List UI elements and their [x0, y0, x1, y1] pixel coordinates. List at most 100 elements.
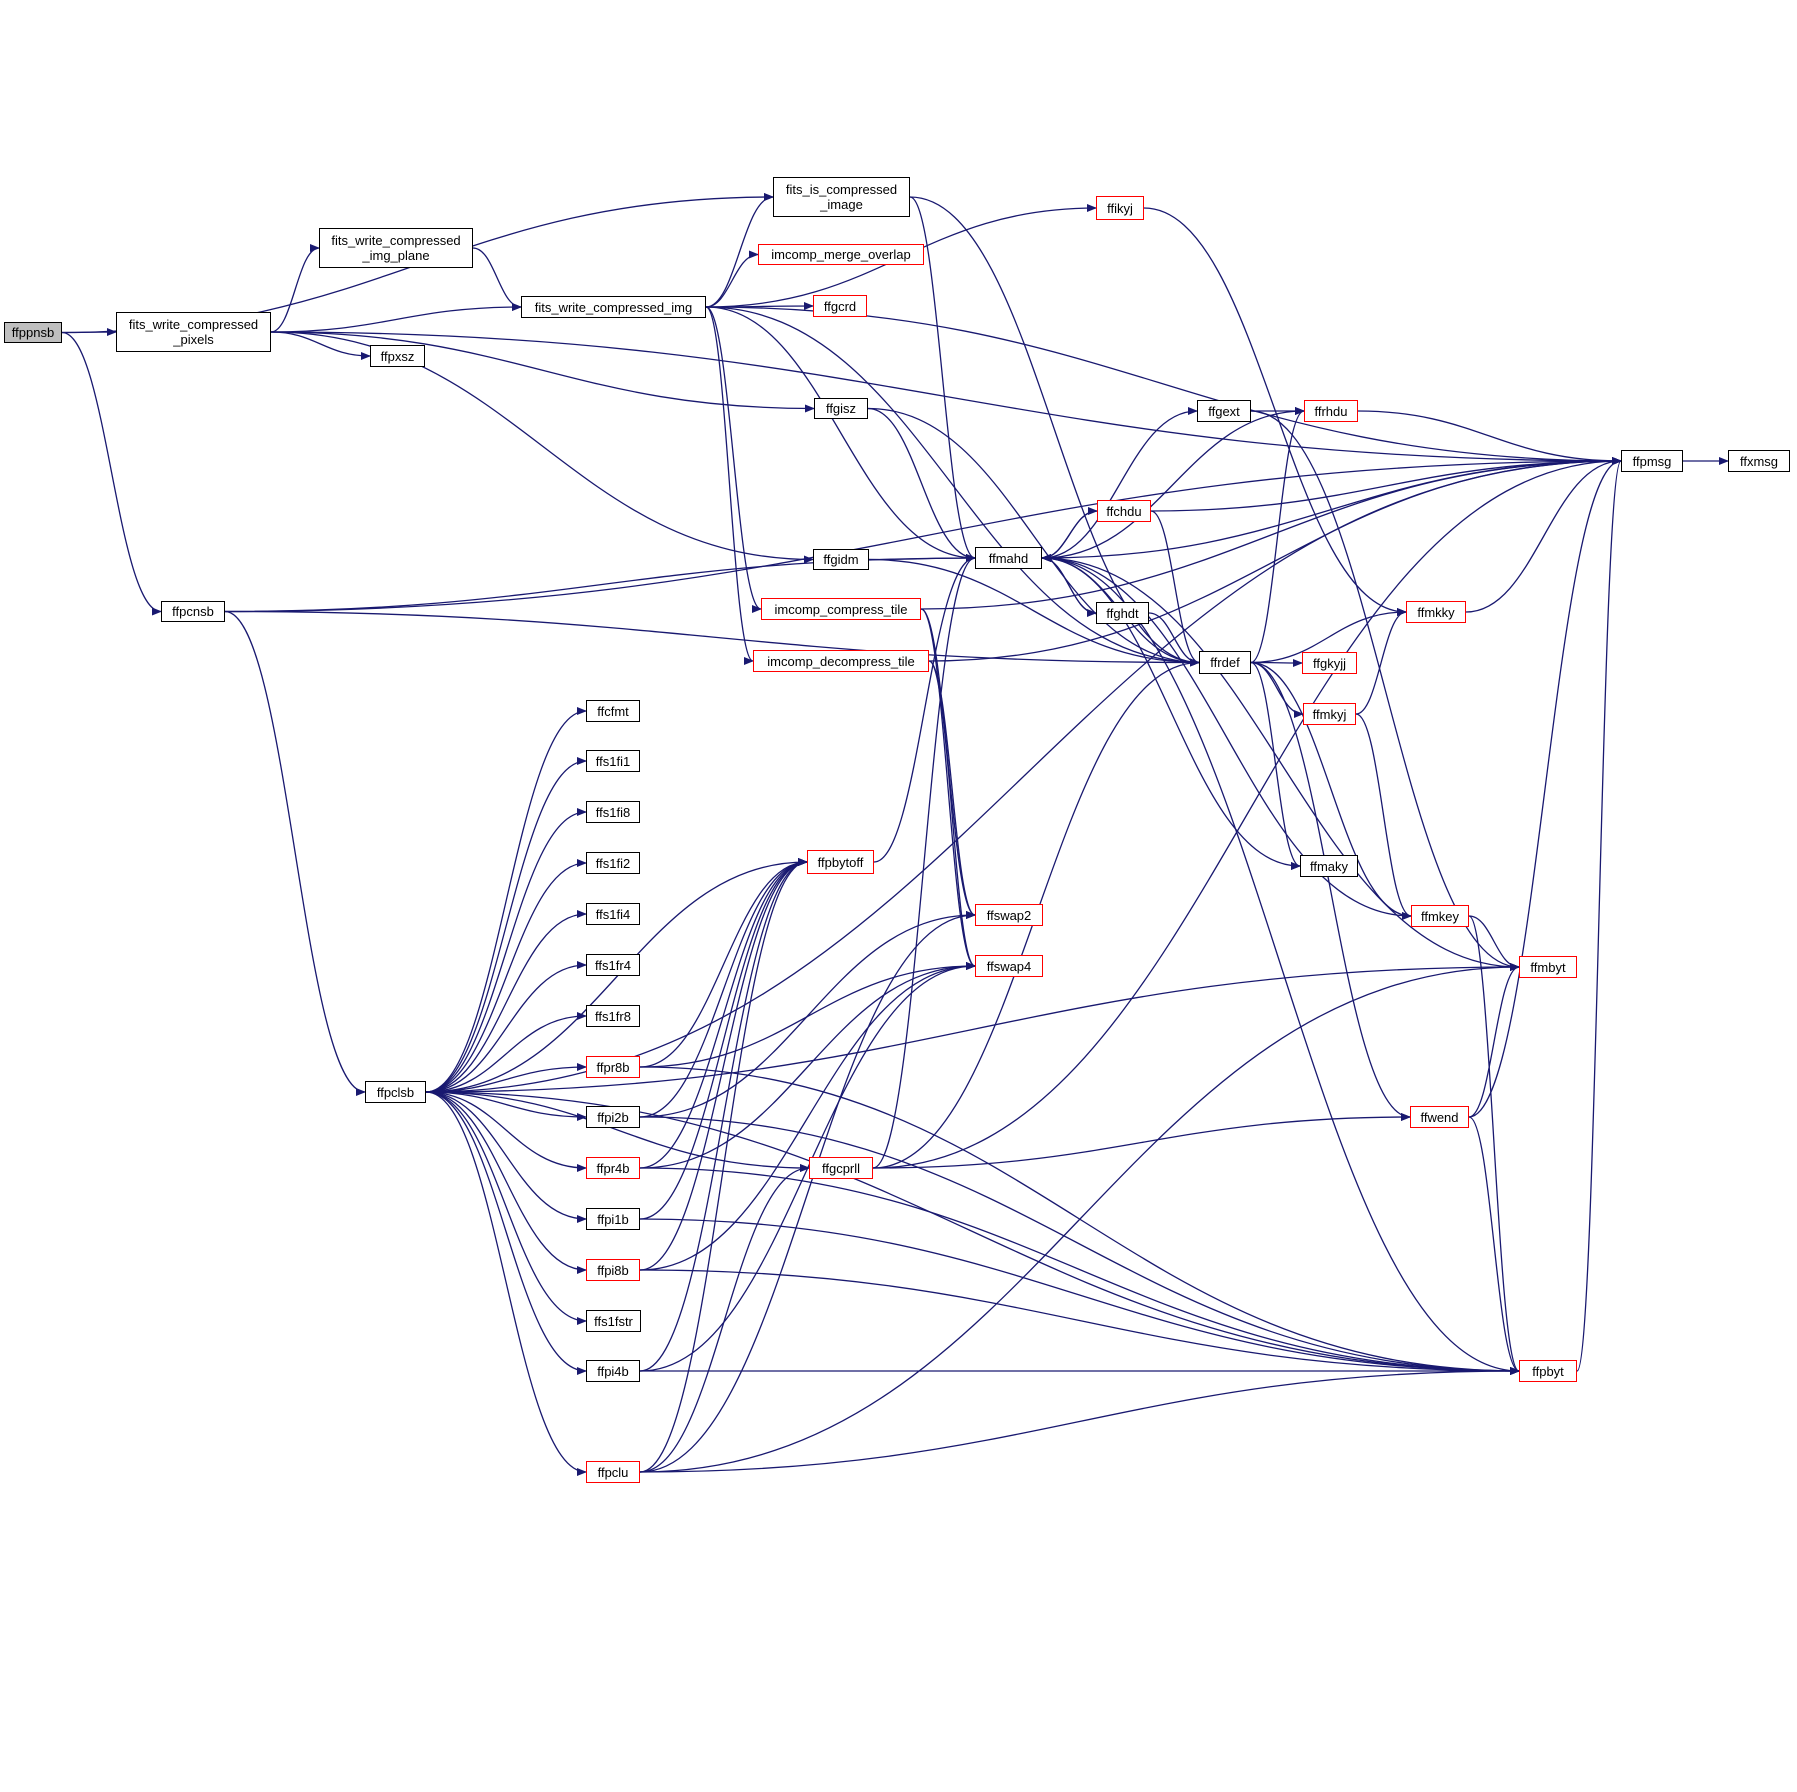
- edge-fits-write-compressed-img-to-imcomp-decompress-tile: [705, 306, 754, 665]
- edge-ffpclu-to-ffpbytoff: [639, 858, 808, 1473]
- node-ffs1fi1[interactable]: ffs1fi1: [586, 750, 640, 772]
- edge-ffikyj-to-ffmkky: [1143, 207, 1407, 616]
- node-ffpi8b[interactable]: ffpi8b: [586, 1259, 640, 1281]
- edge-fits-write-compressed-pixels-to-fits-write-compressed-img: [270, 303, 522, 333]
- edge-ffrdef-to-ffwend: [1250, 661, 1411, 1121]
- node-ffs1fi4[interactable]: ffs1fi4: [586, 903, 640, 925]
- node-ffmkyj[interactable]: ffmkyj: [1303, 703, 1356, 725]
- edge-ffgext-to-ffmbyt: [1250, 410, 1520, 971]
- node-imcomp-decompress-tile[interactable]: imcomp_decompress_tile: [753, 650, 929, 672]
- edge-ffpclsb-to-ffpi1b: [425, 1091, 587, 1223]
- edge-ffmahd-to-ffrhdu: [1041, 407, 1305, 559]
- edge-ffchdu-to-ffrdef: [1150, 510, 1200, 667]
- node-ffpmsg[interactable]: ffpmsg: [1621, 450, 1683, 472]
- edge-ffgisz-to-ffmahd: [867, 407, 976, 562]
- node-imcomp-merge-overlap[interactable]: imcomp_merge_overlap: [758, 244, 924, 265]
- node-ffchdu[interactable]: ffchdu: [1097, 500, 1151, 522]
- edge-ffpbytoff-to-ffmahd: [873, 554, 976, 863]
- edge-ffpclsb-to-ffpi8b: [425, 1091, 587, 1274]
- edge-ffpr4b-to-ffswap4: [639, 962, 976, 1169]
- edge-fits-write-compressed-pixels-to-ffgisz: [270, 331, 815, 413]
- edge-ffpcnsb-to-ffpclsb: [224, 610, 366, 1096]
- node-ffmaky[interactable]: ffmaky: [1300, 855, 1358, 877]
- node-ffs1fr8[interactable]: ffs1fr8: [586, 1005, 640, 1027]
- node-ffpbyt[interactable]: ffpbyt: [1519, 1360, 1577, 1382]
- node-ffpi1b[interactable]: ffpi1b: [586, 1208, 640, 1230]
- node-ffmkey[interactable]: ffmkey: [1411, 905, 1469, 927]
- node-ffmahd[interactable]: ffmahd: [975, 547, 1042, 569]
- edge-ffpclsb-to-ffs1fi4: [425, 910, 587, 1093]
- node-ffpcnsb[interactable]: ffpcnsb: [161, 601, 225, 622]
- edge-ffpclsb-to-ffpmsg: [425, 457, 1622, 1093]
- edge-ffpclsb-to-ffs1fi8: [425, 808, 587, 1093]
- node-ffmbyt[interactable]: ffmbyt: [1519, 956, 1577, 978]
- node-ffwend[interactable]: ffwend: [1410, 1106, 1469, 1128]
- node-ffswap2[interactable]: ffswap2: [975, 904, 1043, 926]
- node-ffpclu[interactable]: ffpclu: [586, 1461, 640, 1483]
- edge-ffpclsb-to-ffs1fi1: [425, 757, 587, 1093]
- node-ffghdt[interactable]: ffghdt: [1096, 602, 1149, 624]
- edge-ffpi8b-to-ffpbytoff: [639, 858, 808, 1271]
- node-ffs1fr4[interactable]: ffs1fr4: [586, 954, 640, 976]
- edge-ffpclu-to-ffpbyt: [639, 1367, 1520, 1473]
- node-fits-is-compressed-image[interactable]: fits_is_compressed _image: [773, 177, 910, 217]
- edge-ffpcnsb-to-ffrdef: [224, 610, 1200, 667]
- edge-ffpi4b-to-ffpbytoff: [639, 858, 808, 1372]
- edge-ffmkey-to-ffpbyt: [1468, 915, 1520, 1375]
- edge-layer: [61, 193, 1729, 1476]
- edge-ffrdef-to-ffmaky: [1250, 661, 1301, 870]
- edge-ffchdu-to-ffpmsg: [1150, 457, 1622, 512]
- edge-ffpclsb-to-ffs1fi2: [425, 859, 587, 1093]
- edge-ffpclsb-to-ffpclu: [425, 1091, 587, 1476]
- edge-ffmkyj-to-ffmkey: [1355, 713, 1412, 920]
- node-ffgisz[interactable]: ffgisz: [814, 398, 868, 419]
- edge-ffgisz-to-ffrdef: [867, 407, 1200, 667]
- edge-ffpclsb-to-ffgcprll: [425, 1091, 810, 1172]
- node-ffpclsb[interactable]: ffpclsb: [365, 1081, 426, 1103]
- node-ffrdef[interactable]: ffrdef: [1199, 651, 1251, 674]
- node-ffpr4b[interactable]: ffpr4b: [586, 1157, 640, 1179]
- node-ffgidm[interactable]: ffgidm: [813, 549, 869, 570]
- node-ffgcrd[interactable]: ffgcrd: [813, 295, 867, 317]
- node-ffxmsg[interactable]: ffxmsg: [1728, 450, 1790, 472]
- node-ffs1fstr[interactable]: ffs1fstr: [586, 1310, 641, 1332]
- node-ffs1fi2[interactable]: ffs1fi2: [586, 852, 640, 874]
- node-ffikyj[interactable]: ffikyj: [1096, 196, 1144, 220]
- edge-ffmahd-to-ffmbyt: [1041, 557, 1520, 971]
- node-ffrhdu[interactable]: ffrhdu: [1304, 400, 1358, 422]
- edge-ffpr4b-to-ffpbytoff: [639, 858, 808, 1169]
- node-ffpr8b[interactable]: ffpr8b: [586, 1056, 640, 1078]
- edge-ffpclsb-to-ffpbytoff: [425, 858, 808, 1093]
- edge-ffpi1b-to-ffpbytoff: [639, 858, 808, 1220]
- edge-ffgcprll-to-ffmahd: [872, 554, 976, 1169]
- edge-ffpclsb-to-ffpi4b: [425, 1091, 587, 1375]
- edge-ffmkyj-to-ffmkky: [1355, 608, 1407, 715]
- edge-ffwend-to-ffpbyt: [1468, 1116, 1520, 1375]
- edge-fits-write-compressed-pixels-to-fits-write-compressed-img-plane: [270, 244, 320, 333]
- node-ffswap4[interactable]: ffswap4: [975, 955, 1043, 977]
- node-ffs1fi8[interactable]: ffs1fi8: [586, 801, 640, 823]
- node-ffmkky[interactable]: ffmkky: [1406, 601, 1466, 623]
- node-ffgext[interactable]: ffgext: [1197, 400, 1251, 422]
- node-ffpbytoff[interactable]: ffpbytoff: [807, 850, 874, 874]
- edge-ffpclu-to-ffgcprll: [639, 1164, 810, 1473]
- edge-fits-write-compressed-img-to-ffpmsg: [705, 306, 1622, 465]
- edge-ffpi8b-to-ffpbyt: [639, 1269, 1520, 1375]
- node-ffpi2b[interactable]: ffpi2b: [586, 1106, 640, 1128]
- node-ffcfmt[interactable]: ffcfmt: [586, 700, 640, 722]
- node-ffpi4b[interactable]: ffpi4b: [586, 1360, 640, 1382]
- edge-ffpi2b-to-ffpbyt: [639, 1116, 1520, 1375]
- node-imcomp-compress-tile[interactable]: imcomp_compress_tile: [761, 598, 921, 620]
- node-fits-write-compressed-pixels[interactable]: fits_write_compressed _pixels: [116, 312, 271, 352]
- node-fits-write-compressed-img[interactable]: fits_write_compressed_img: [521, 296, 706, 318]
- edge-ffpclsb-to-ffpr4b: [425, 1091, 587, 1172]
- edge-ffmkky-to-ffpmsg: [1465, 457, 1622, 613]
- node-ffgcprll[interactable]: ffgcprll: [809, 1157, 873, 1179]
- edge-ffpcnsb-to-ffpmsg: [224, 457, 1622, 613]
- node-fits-write-compressed-img-plane[interactable]: fits_write_compressed _img_plane: [319, 228, 473, 268]
- edge-fits-write-compressed-img-to-imcomp-merge-overlap: [705, 250, 759, 308]
- node-ffpxsz[interactable]: ffpxsz: [370, 345, 425, 367]
- node-ffgkyjj[interactable]: ffgkyjj: [1302, 652, 1357, 674]
